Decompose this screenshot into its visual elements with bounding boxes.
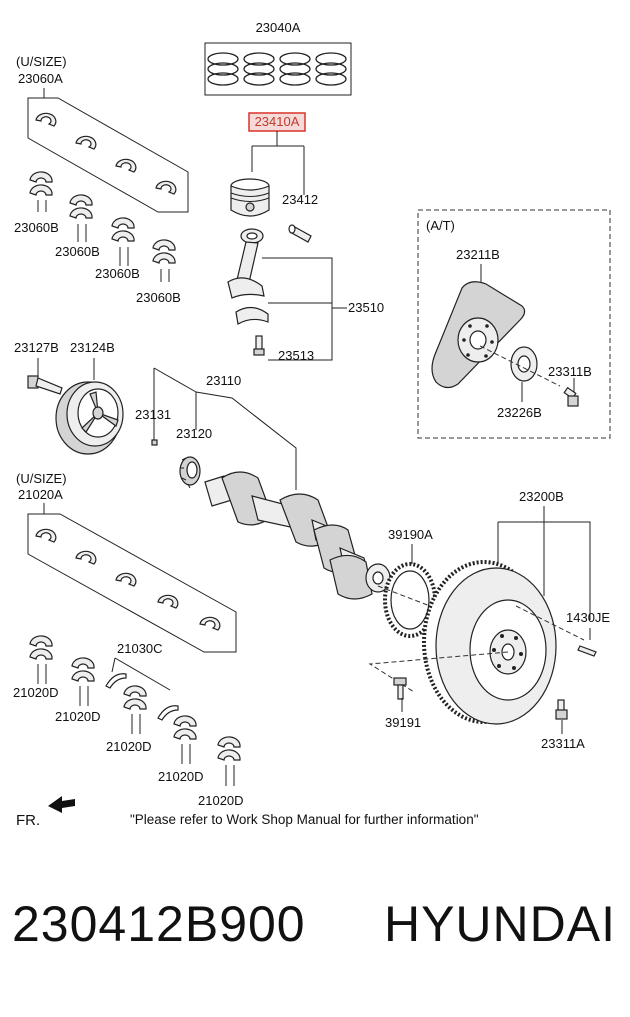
piston-ring-set[interactable] xyxy=(204,42,352,96)
label-main-bearing-2[interactable]: 21020D xyxy=(55,709,101,724)
label-conrod-bolt[interactable]: 23513 xyxy=(278,348,314,363)
label-at-group: (A/T) xyxy=(426,218,455,233)
label-sprocket[interactable]: 23120 xyxy=(176,426,212,441)
label-drive-plate-adapter[interactable]: 23226B xyxy=(497,405,542,420)
flywheel-bolt[interactable] xyxy=(555,699,568,720)
drive-plate-bolt[interactable] xyxy=(563,386,579,407)
label-main-bearing-set[interactable]: 21020A xyxy=(18,487,63,502)
main-bearing-set[interactable] xyxy=(27,513,237,653)
label-thrust-washer[interactable]: 21030C xyxy=(117,641,163,656)
dowel[interactable] xyxy=(577,645,597,657)
drive-plate[interactable] xyxy=(431,281,526,389)
sprocket[interactable] xyxy=(179,456,201,489)
label-key[interactable]: 23131 xyxy=(135,407,171,422)
label-conrod-bearing-1[interactable]: 23060B xyxy=(14,220,59,235)
label-main-bearing-4[interactable]: 21020D xyxy=(158,769,204,784)
at-group-box xyxy=(417,209,611,439)
label-piston-rings[interactable]: 23040A xyxy=(256,20,301,35)
label-piston-assy[interactable]: 23410A xyxy=(255,114,300,129)
label-drive-plate[interactable]: 23211B xyxy=(456,247,500,262)
label-dowel[interactable]: 1430JE xyxy=(566,610,610,625)
label-conrod[interactable]: 23510 xyxy=(348,300,384,315)
main-bearing-individual[interactable] xyxy=(29,635,241,761)
part-number: 230412B900 xyxy=(12,896,306,952)
label-conrod-bearing-3[interactable]: 23060B xyxy=(95,266,140,281)
sensor-bolt[interactable] xyxy=(393,677,407,700)
conrod-bearing-individual[interactable] xyxy=(29,171,176,264)
label-piston-pin[interactable]: 23412 xyxy=(282,192,318,207)
label-crankshaft[interactable]: 23110 xyxy=(206,373,241,388)
label-conrod-bearing-4[interactable]: 23060B xyxy=(136,290,181,305)
parts-diagram: 23040A 23410A 23412 23510 23513 (U/SIZE)… xyxy=(13,20,611,829)
label-undersize-bottom: (U/SIZE) xyxy=(16,471,67,486)
workshop-manual-note: "Please refer to Work Shop Manual for fu… xyxy=(130,812,479,827)
connecting-rod[interactable] xyxy=(227,228,269,325)
thrust-washer[interactable] xyxy=(105,673,179,721)
brand-name: HYUNDAI xyxy=(383,896,616,952)
label-damper-pulley[interactable]: 23124B xyxy=(70,340,115,355)
piston-pin[interactable] xyxy=(288,224,312,243)
label-pulley-bolt[interactable]: 23127B xyxy=(14,340,59,355)
label-flywheel-bolt[interactable]: 23311A xyxy=(541,736,585,751)
conrod-bearing-set[interactable] xyxy=(27,97,189,213)
pulley-bolt[interactable] xyxy=(27,375,63,395)
drive-plate-adapter[interactable] xyxy=(510,346,538,382)
piston[interactable] xyxy=(230,178,270,217)
damper-pulley[interactable] xyxy=(55,381,124,455)
label-main-bearing-3[interactable]: 21020D xyxy=(106,739,152,754)
label-main-bearing-1[interactable]: 21020D xyxy=(13,685,59,700)
crankshaft[interactable] xyxy=(204,471,391,600)
label-main-bearing-5[interactable]: 21020D xyxy=(198,793,244,808)
label-sensor-bolt[interactable]: 39191 xyxy=(385,715,421,730)
label-undersize-top: (U/SIZE) xyxy=(16,54,67,69)
label-conrod-bearing-set[interactable]: 23060A xyxy=(18,71,63,86)
label-conrod-bearing-2[interactable]: 23060B xyxy=(55,244,100,259)
label-drive-plate-bolt[interactable]: 23311B xyxy=(548,364,592,379)
flywheel[interactable] xyxy=(422,560,557,725)
label-front-indicator: FR. xyxy=(16,812,40,829)
conrod-bolt[interactable] xyxy=(253,335,265,356)
label-flywheel[interactable]: 23200B xyxy=(519,489,564,504)
label-ring-gear[interactable]: 39190A xyxy=(388,527,433,542)
footer: 230412B900 HYUNDAI xyxy=(0,895,630,995)
front-arrow-icon xyxy=(48,796,75,813)
key[interactable] xyxy=(151,439,158,446)
